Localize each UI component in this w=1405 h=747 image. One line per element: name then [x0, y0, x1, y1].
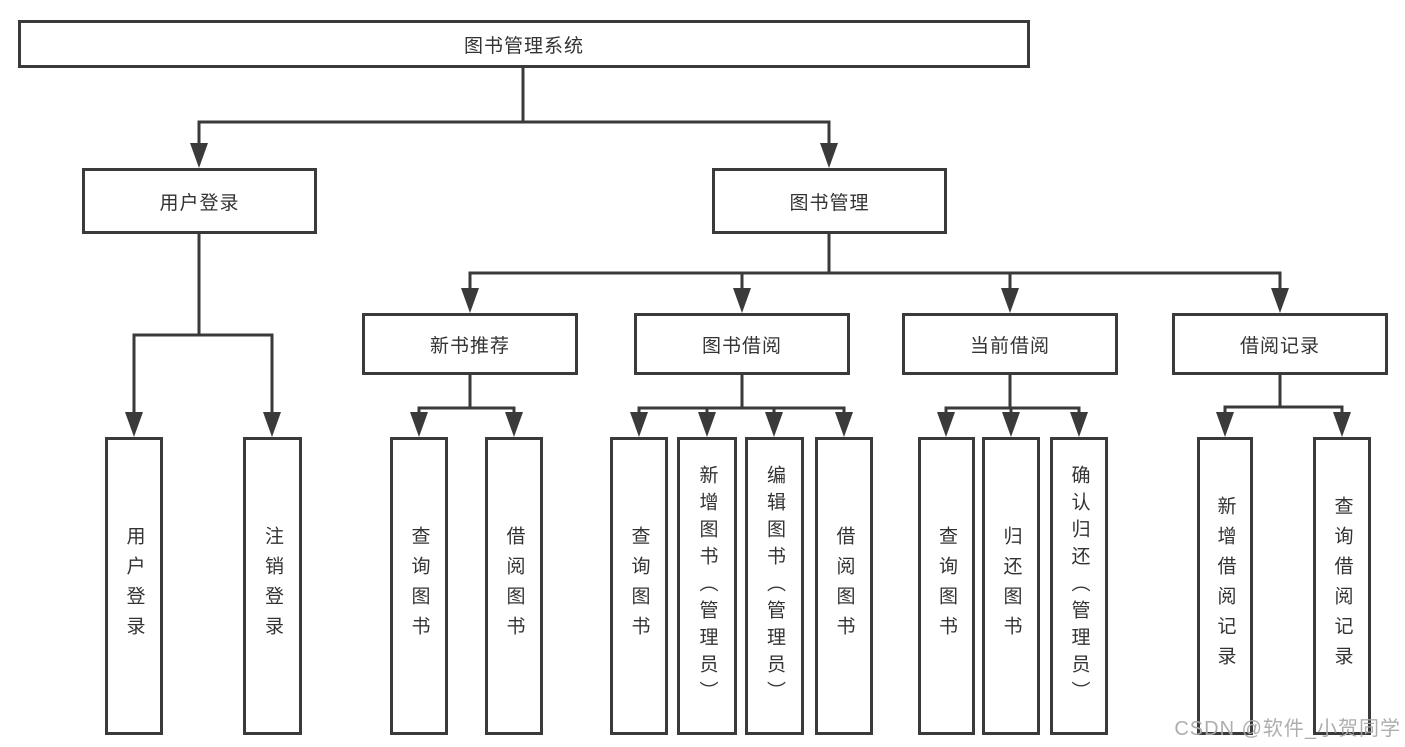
connector-new-book	[417, 374, 516, 417]
connector-borrow-records	[1223, 374, 1344, 417]
arrowhead-down-icon	[461, 288, 479, 313]
node-current-borrow: 当前借阅	[902, 313, 1118, 375]
leaf-borrow-edit-book-admin: 编辑图书（管理员）	[745, 437, 804, 735]
connector-user-login	[132, 233, 274, 417]
connector-book-borrow	[637, 375, 846, 417]
node-root: 图书管理系统	[18, 20, 1030, 68]
leaf-records-add-record: 新增借阅记录	[1197, 437, 1253, 735]
arrowhead-down-icon	[410, 412, 428, 437]
node-borrow-records: 借阅记录	[1172, 313, 1388, 375]
arrowhead-down-icon	[820, 143, 838, 168]
leaf-recommend-query-book: 查询图书	[390, 437, 448, 735]
arrowheads	[125, 143, 1351, 437]
arrowhead-down-icon	[505, 412, 523, 437]
node-user-login: 用户登录	[82, 168, 317, 234]
leaf-borrow-borrow-book: 借阅图书	[815, 437, 873, 735]
arrowhead-down-icon	[1070, 412, 1088, 437]
arrowhead-down-icon	[1333, 412, 1351, 437]
arrowhead-down-icon	[835, 412, 853, 437]
arrowhead-down-icon	[190, 143, 208, 168]
connector-root	[197, 66, 831, 148]
node-book-borrow: 图书借阅	[634, 313, 850, 375]
leaf-current-confirm-return-admin: 确认归还（管理员）	[1050, 437, 1108, 735]
leaf-borrow-add-book-admin: 新增图书（管理员）	[677, 437, 737, 735]
arrowhead-down-icon	[630, 412, 648, 437]
leaf-records-query-record: 查询借阅记录	[1313, 437, 1371, 735]
leaf-user-login: 用户登录	[105, 437, 163, 735]
leaf-borrow-query-book: 查询图书	[610, 437, 668, 735]
node-new-book-recommend: 新书推荐	[362, 313, 578, 375]
leaf-current-return-book: 归还图书	[982, 437, 1040, 735]
arrowhead-down-icon	[698, 412, 716, 437]
arrowhead-down-icon	[1002, 412, 1020, 437]
leaf-logout-login: 注销登录	[243, 437, 302, 735]
arrowhead-down-icon	[937, 412, 955, 437]
arrowhead-down-icon	[1001, 288, 1019, 313]
arrowhead-down-icon	[263, 412, 281, 437]
leaf-current-query-book: 查询图书	[918, 437, 975, 735]
arrowhead-down-icon	[733, 288, 751, 313]
leaf-recommend-borrow-book: 借阅图书	[485, 437, 543, 735]
watermark: CSDN @软件_小贺同学	[1174, 718, 1401, 740]
arrowhead-down-icon	[1216, 412, 1234, 437]
arrowhead-down-icon	[125, 412, 143, 437]
connector-current-borrow	[944, 374, 1081, 417]
connector-book-management	[468, 234, 1282, 293]
arrowhead-down-icon	[765, 412, 783, 437]
node-book-management: 图书管理	[712, 168, 947, 234]
arrowhead-down-icon	[1271, 288, 1289, 313]
